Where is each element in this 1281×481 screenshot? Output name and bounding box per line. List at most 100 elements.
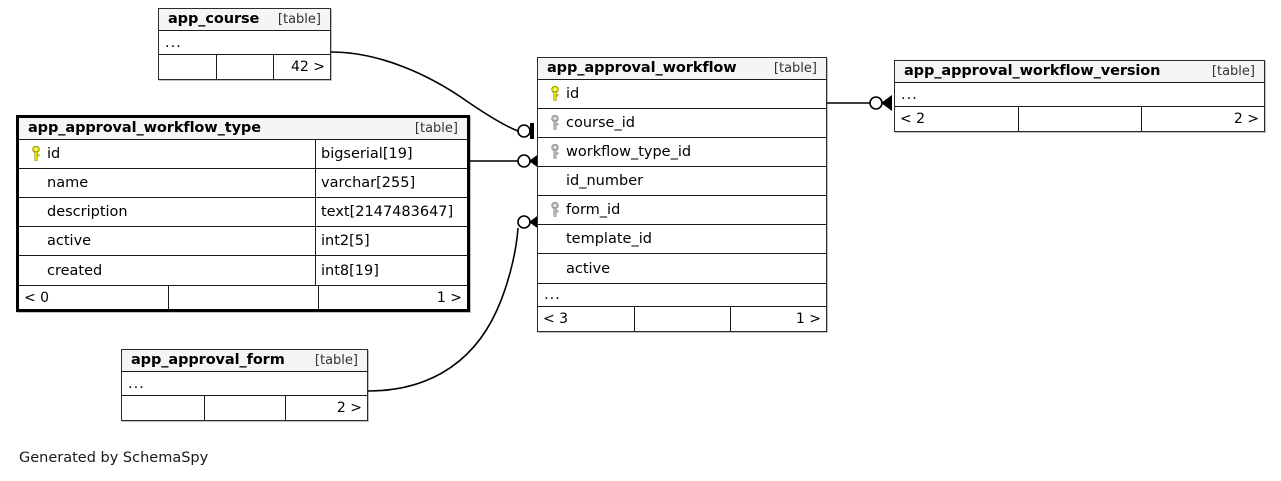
footer-middle [203,396,286,420]
foreign-key-icon [544,115,566,131]
table-type-tag: [table] [277,11,321,27]
table-footer: < 3 1 > [538,307,826,331]
primary-key-icon [544,86,566,102]
table-type-tag: [table] [1211,63,1255,79]
column-name-cell: active [19,227,315,255]
column-name-cell: course_id [538,109,826,137]
relationship-edge [827,95,892,111]
footer-child-count: 42 > [273,55,330,79]
column-type-cell: int2[5] [315,227,467,255]
column-type-cell: text[2147483647] [315,198,467,226]
more-columns-ellipsis: ... [538,283,826,307]
table-name: app_approval_workflow [547,60,737,76]
footer-child-count: 2 > [1141,107,1264,131]
column-list: id bigserial[19] name varchar[255] descr… [19,140,467,285]
footer-middle [216,55,273,79]
table-row-column[interactable]: course_id [538,109,826,138]
column-name-cell: created [19,256,315,285]
table-node-app-approval-workflow-type[interactable]: app_approval_workflow_type [table] id [16,115,470,312]
column-label: template_id [566,231,652,247]
column-label: course_id [566,115,635,131]
footer-middle [634,307,730,331]
table-row-column[interactable]: created int8[19] [19,256,467,285]
column-label: id [566,86,580,102]
table-name: app_approval_form [131,352,285,368]
column-name-cell: workflow_type_id [538,138,826,166]
column-name-cell: id [19,140,315,168]
column-label: active [47,233,92,249]
table-footer: 42 > [159,55,330,79]
footer-child-count: 2 > [285,396,367,420]
footer-parent-count: < 0 [24,289,50,306]
column-label: active [566,260,611,277]
collapsed-columns-ellipsis: ... [159,31,330,55]
table-node-app-approval-workflow[interactable]: app_approval_workflow [table] id [537,57,827,332]
collapsed-columns-ellipsis: ... [122,372,367,396]
column-label: description [47,204,128,220]
cardinality-zero-marker [517,154,531,168]
footer-middle [1018,107,1141,131]
column-label: workflow_type_id [566,144,692,160]
table-footer: < 0 1 > [19,285,467,309]
table-title-bar: app_approval_workflow [table] [538,58,826,80]
table-row-column[interactable]: id [538,80,826,109]
table-title-bar: app_approval_workflow_version [table] [895,61,1264,83]
column-name-cell: name [19,169,315,197]
table-footer: < 2 2 > [895,107,1264,131]
relationship-edge [470,153,540,169]
cardinality-many-marker [881,95,892,111]
table-title-bar: app_approval_form [table] [122,350,367,372]
table-name: app_approval_workflow_type [28,120,261,136]
table-type-tag: [table] [414,120,458,136]
collapsed-columns-ellipsis: ... [895,83,1264,107]
column-label: form_id [566,202,621,218]
table-row-column[interactable]: description text[2147483647] [19,198,467,227]
column-type-cell: varchar[255] [315,169,467,197]
column-name-cell: template_id [538,225,826,253]
cardinality-zero-marker [517,215,531,229]
table-title-bar: app_course [table] [159,9,330,31]
table-row-column[interactable]: template_id [538,225,826,254]
footer-parent-count: < 2 [900,111,926,127]
generated-by-note: Generated by SchemaSpy [19,450,209,466]
footer-child-count: 1 > [317,286,467,309]
footer-middle [168,286,317,309]
footer-child-count: 1 > [730,307,826,331]
table-node-app-course[interactable]: app_course [table] ... 42 > [158,8,331,80]
table-title-bar: app_approval_workflow_type [table] [19,118,467,140]
cardinality-zero-marker [517,124,531,138]
column-name-cell: description [19,198,315,226]
column-name-cell: form_id [538,196,826,224]
table-name: app_course [168,11,260,27]
table-row-column[interactable]: active [538,254,826,283]
table-row-column[interactable]: id_number [538,167,826,196]
column-name-cell: id [538,80,826,108]
foreign-key-icon [544,144,566,160]
table-node-app-approval-form[interactable]: app_approval_form [table] ... 2 > [121,349,368,421]
column-name-cell: active [538,254,826,283]
cardinality-zero-marker [869,96,883,110]
column-label: id [47,146,61,162]
column-list: id course_id [538,80,826,283]
table-row-column[interactable]: workflow_type_id [538,138,826,167]
column-label: name [47,175,89,191]
table-row-column[interactable]: id bigserial[19] [19,140,467,169]
column-type-cell: int8[19] [315,256,467,285]
cardinality-one-marker [530,123,534,139]
table-footer: 2 > [122,396,367,420]
footer-parent-count [122,396,204,420]
column-label: created [47,262,103,279]
table-node-app-approval-workflow-version[interactable]: app_approval_workflow_version [table] ..… [894,60,1265,132]
footer-parent-count: < 3 [543,311,569,327]
footer-parent-count [159,55,216,79]
table-type-tag: [table] [314,352,358,368]
primary-key-icon [25,146,47,162]
column-type-cell: bigserial[19] [315,140,467,168]
column-label: id_number [566,173,644,189]
foreign-key-icon [544,202,566,218]
table-row-column[interactable]: name varchar[255] [19,169,467,198]
column-name-cell: id_number [538,167,826,195]
table-row-column[interactable]: form_id [538,196,826,225]
table-row-column[interactable]: active int2[5] [19,227,467,256]
